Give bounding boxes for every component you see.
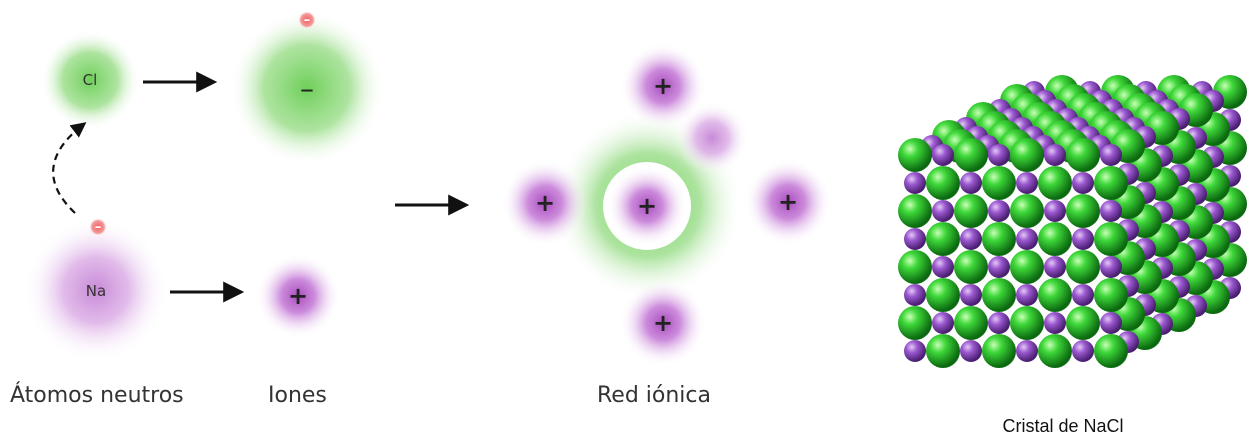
- sodium-ion-sphere: [960, 172, 982, 194]
- sodium-ion-sphere: [960, 228, 982, 250]
- sodium-ion-sphere: [1072, 228, 1094, 250]
- crystal-caption: Cristal de NaCl: [1002, 416, 1123, 436]
- chlorine-ion-sphere: [954, 194, 988, 228]
- lattice-left-sodium: +: [502, 160, 588, 246]
- chlorine-ion-sphere: [898, 194, 932, 228]
- chlorine-atom: Cl: [40, 30, 140, 130]
- chlorine-ion-sphere: [1066, 306, 1100, 340]
- sodium-ion-sphere: [1100, 256, 1122, 278]
- label-ions: Iones: [268, 383, 327, 408]
- chlorine-symbol: Cl: [83, 71, 98, 89]
- sodium-ion-sphere: [988, 256, 1010, 278]
- chlorine-ion-sphere: [898, 138, 932, 172]
- sodium-ion-sphere: [932, 256, 954, 278]
- chloride-ion: –: [229, 10, 385, 166]
- chlorine-ion-sphere: [926, 222, 960, 256]
- chlorine-ion-sphere: [1038, 334, 1072, 368]
- sodium-ion-sphere: [1044, 144, 1066, 166]
- chlorine-ion-sphere: [1010, 194, 1044, 228]
- lattice-back-sodium: [676, 102, 748, 174]
- chlorine-ion-sphere: [954, 306, 988, 340]
- sodium-ion-sphere: [960, 284, 982, 306]
- chlorine-ion-sphere: [1038, 222, 1072, 256]
- chlorine-ion-sphere: [1094, 334, 1128, 368]
- chlorine-ion-sphere: [898, 306, 932, 340]
- electron-sign: –: [95, 220, 102, 235]
- sodium-ion-sphere: [1100, 312, 1122, 334]
- chlorine-ion-sphere: [1038, 278, 1072, 312]
- sodium-ion-sphere: [1100, 200, 1122, 222]
- sodium-ion-sphere: [904, 172, 926, 194]
- chlorine-ion-sphere: [1066, 138, 1100, 172]
- sodium-ion-sphere: [1016, 172, 1038, 194]
- sodium-ion-sphere: [1016, 340, 1038, 362]
- sodium-ion-sphere: [904, 284, 926, 306]
- sodium-ion-sphere: [1044, 312, 1066, 334]
- sodium-ion-sphere: [932, 200, 954, 222]
- chloride-sign: –: [300, 72, 314, 105]
- sodium-ion-sphere: [1016, 228, 1038, 250]
- sodium-ion-sphere: [1072, 340, 1094, 362]
- sodium-ion-sphere: [988, 144, 1010, 166]
- chlorine-ion-sphere: [1010, 250, 1044, 284]
- label-ionic-lattice: Red iónica: [597, 383, 711, 408]
- chlorine-ion-sphere: [1094, 166, 1128, 200]
- transferring-electron: –: [89, 218, 107, 236]
- chloride-extra-electron: –: [298, 11, 316, 29]
- chlorine-ion-sphere: [954, 250, 988, 284]
- sodium-ion-sphere: [1100, 144, 1122, 166]
- chlorine-ion-sphere: [1094, 222, 1128, 256]
- sodium-ion-sphere: [932, 144, 954, 166]
- sodium-ion-sign: +: [288, 282, 308, 310]
- sodium-ion-sphere: [988, 312, 1010, 334]
- sodium-ion-sphere: [1016, 284, 1038, 306]
- sodium-ion-sphere: [932, 312, 954, 334]
- chlorine-ion-sphere: [926, 166, 960, 200]
- chlorine-ion-sphere: [926, 278, 960, 312]
- chlorine-ion-sphere: [1010, 306, 1044, 340]
- sodium-symbol: Na: [86, 282, 106, 300]
- sodium-ion: +: [256, 254, 340, 338]
- lattice-right-sodium: +: [745, 159, 831, 245]
- chlorine-ion-sphere: [1066, 250, 1100, 284]
- sodium-ion-sphere: [904, 340, 926, 362]
- chlorine-ion-sphere: [1038, 166, 1072, 200]
- sodium-ion-sphere: [1044, 200, 1066, 222]
- chlorine-ion-sphere: [982, 334, 1016, 368]
- chlorine-ion-sphere: [1094, 278, 1128, 312]
- svg-text:–: –: [304, 13, 311, 28]
- sodium-ion-sphere: [1072, 172, 1094, 194]
- chlorine-ion-sphere: [982, 222, 1016, 256]
- sodium-ion-sphere: [1072, 284, 1094, 306]
- label-neutral-atoms: Átomos neutros: [10, 382, 184, 408]
- svg-text:+: +: [778, 188, 798, 216]
- sodium-ion-sphere: [1044, 256, 1066, 278]
- chlorine-ion-sphere: [926, 334, 960, 368]
- svg-text:+: +: [653, 72, 673, 100]
- sodium-atom: Na: [24, 218, 168, 362]
- chlorine-ion-sphere: [898, 250, 932, 284]
- nacl-crystal: [898, 75, 1247, 368]
- chlorine-ion-sphere: [954, 138, 988, 172]
- sodium-ion-sphere: [904, 228, 926, 250]
- svg-text:+: +: [637, 192, 657, 220]
- chlorine-ion-sphere: [1066, 194, 1100, 228]
- chlorine-ion-sphere: [982, 278, 1016, 312]
- lattice-bottom-sodium: +: [620, 280, 706, 366]
- chlorine-ion-sphere: [1010, 138, 1044, 172]
- lattice-center-sodium: +: [603, 162, 691, 250]
- svg-text:+: +: [535, 189, 555, 217]
- sodium-ion-sphere: [988, 200, 1010, 222]
- sodium-ion-sphere: [960, 340, 982, 362]
- electron-transfer-arrow: [52, 122, 87, 214]
- lattice-top-sodium: +: [620, 43, 706, 129]
- chlorine-ion-sphere: [982, 166, 1016, 200]
- svg-text:+: +: [653, 309, 673, 337]
